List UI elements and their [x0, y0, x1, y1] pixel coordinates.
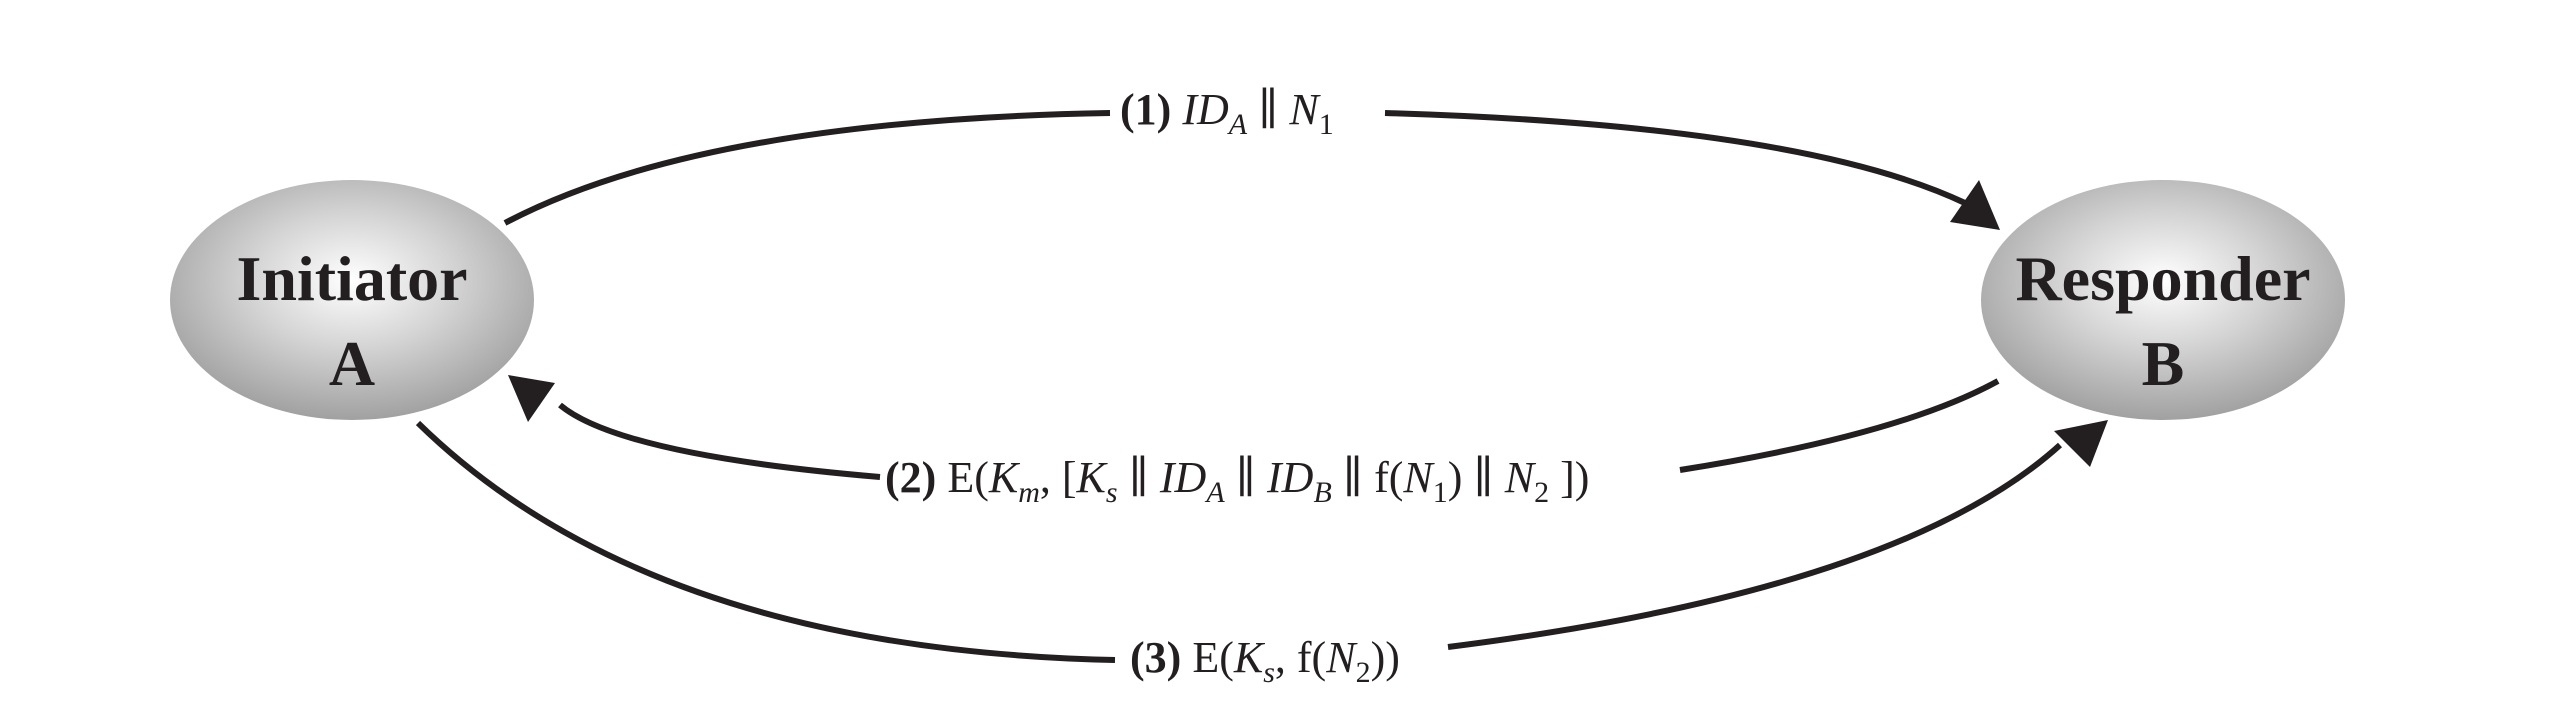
arrow-2-left-segment [558, 402, 881, 480]
message-2-label: (2) E(Km, [Ks ∥ IDA ∥ IDB ∥ f(N1) ∥ N2 ]… [885, 453, 1589, 509]
initiator-id: A [329, 328, 375, 399]
responder-node: Responder B [1981, 180, 2345, 420]
arrow-2-right-segment [1679, 378, 2000, 473]
message-3-number: (3) [1130, 633, 1181, 682]
message-1-label: (1) IDA ∥ N1 [1120, 85, 1334, 141]
message-1-number: (1) [1120, 85, 1171, 134]
message-2-number: (2) [885, 453, 936, 502]
arrow-1-left-segment [503, 110, 1111, 226]
arrow-message-2 [508, 375, 2000, 480]
arrow-message-3 [415, 420, 2108, 663]
responder-id: B [2142, 328, 2185, 399]
arrow-2-head [508, 375, 555, 422]
initiator-label: Initiator [236, 243, 467, 314]
arrow-1-head [1950, 180, 2000, 230]
arrow-1-right-segment [1384, 110, 1967, 206]
message-3-label: (3) E(Ks, f(N2)) [1130, 633, 1400, 689]
initiator-node: Initiator A [170, 180, 534, 420]
arrow-3-head [2054, 420, 2108, 467]
arrow-message-1 [503, 110, 2000, 230]
responder-ellipse [1981, 180, 2345, 420]
arrow-3-left-segment [415, 420, 1116, 663]
responder-label: Responder [2015, 243, 2310, 314]
arrow-3-right-segment [1447, 442, 2063, 650]
initiator-ellipse [170, 180, 534, 420]
